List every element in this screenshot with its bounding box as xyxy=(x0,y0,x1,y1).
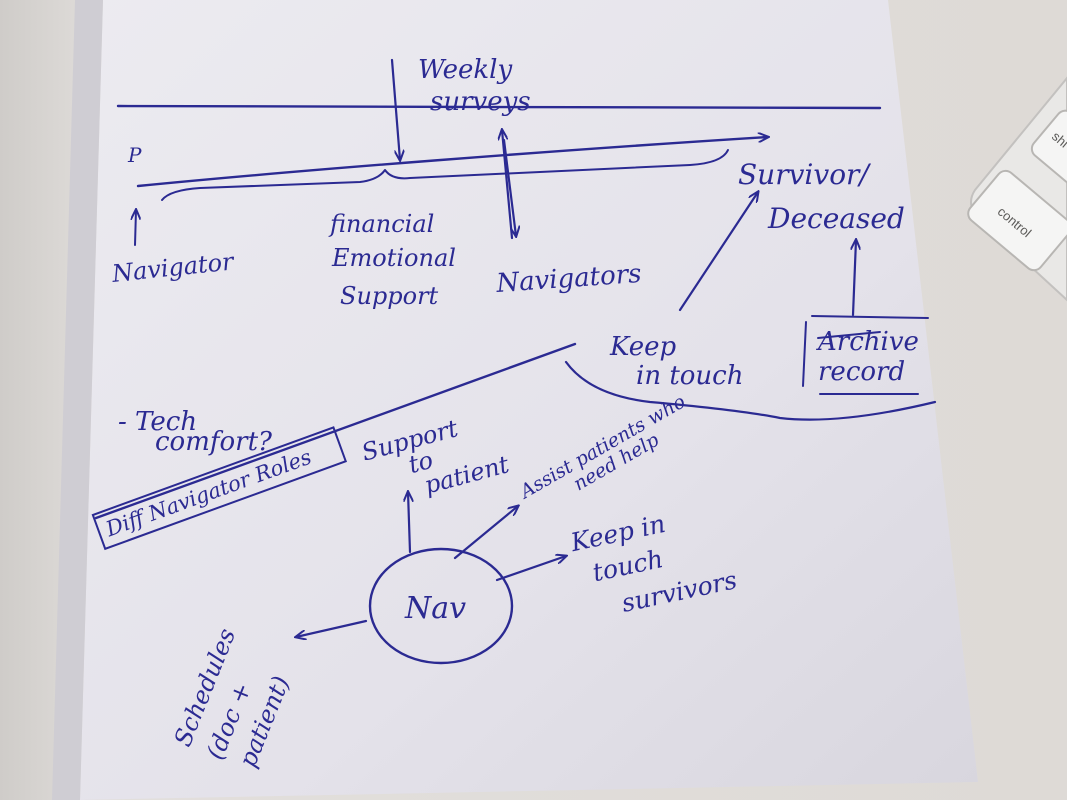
keep-in-touch-to-survivor-arrow xyxy=(678,192,758,312)
keep-in-touch-survivors-arrow xyxy=(495,556,566,582)
top-timeline-line xyxy=(116,104,882,110)
weekly-surveys-label: Weekly surveys xyxy=(418,55,531,117)
tech-comfort-label: - Tech comfort? xyxy=(118,407,273,457)
archive-box-lines xyxy=(802,315,929,395)
support-to-patient-arrow xyxy=(408,492,410,554)
control-key[interactable]: control xyxy=(965,167,1067,274)
navigator-arrow xyxy=(135,210,136,246)
support-types-label: financial Emotional Support xyxy=(328,210,464,310)
assist-patients-arrow xyxy=(453,506,518,560)
shift-key[interactable]: shi xyxy=(1028,107,1067,188)
schedules-arrow xyxy=(296,619,368,637)
nav-circle xyxy=(368,547,514,665)
wavy-separator xyxy=(564,360,937,421)
support-brace xyxy=(161,149,729,201)
archive-to-deceased-arrow xyxy=(853,240,856,317)
p-label: P xyxy=(127,143,142,167)
archive-record-label: Archive record xyxy=(816,327,927,387)
page-edge xyxy=(52,0,103,800)
archive-strike xyxy=(817,331,881,339)
weekly-surveys-arrow xyxy=(390,58,400,160)
survivor-deceased-label: Survivor/ Deceased xyxy=(738,158,905,235)
keyboard: control shi xyxy=(965,76,1067,302)
patient-timeline-arrow xyxy=(136,137,768,188)
vertical-arrow-up xyxy=(502,130,514,240)
keep-in-touch-label: Keep in touch xyxy=(609,332,743,391)
nav-circle-label: Nav xyxy=(404,591,466,626)
